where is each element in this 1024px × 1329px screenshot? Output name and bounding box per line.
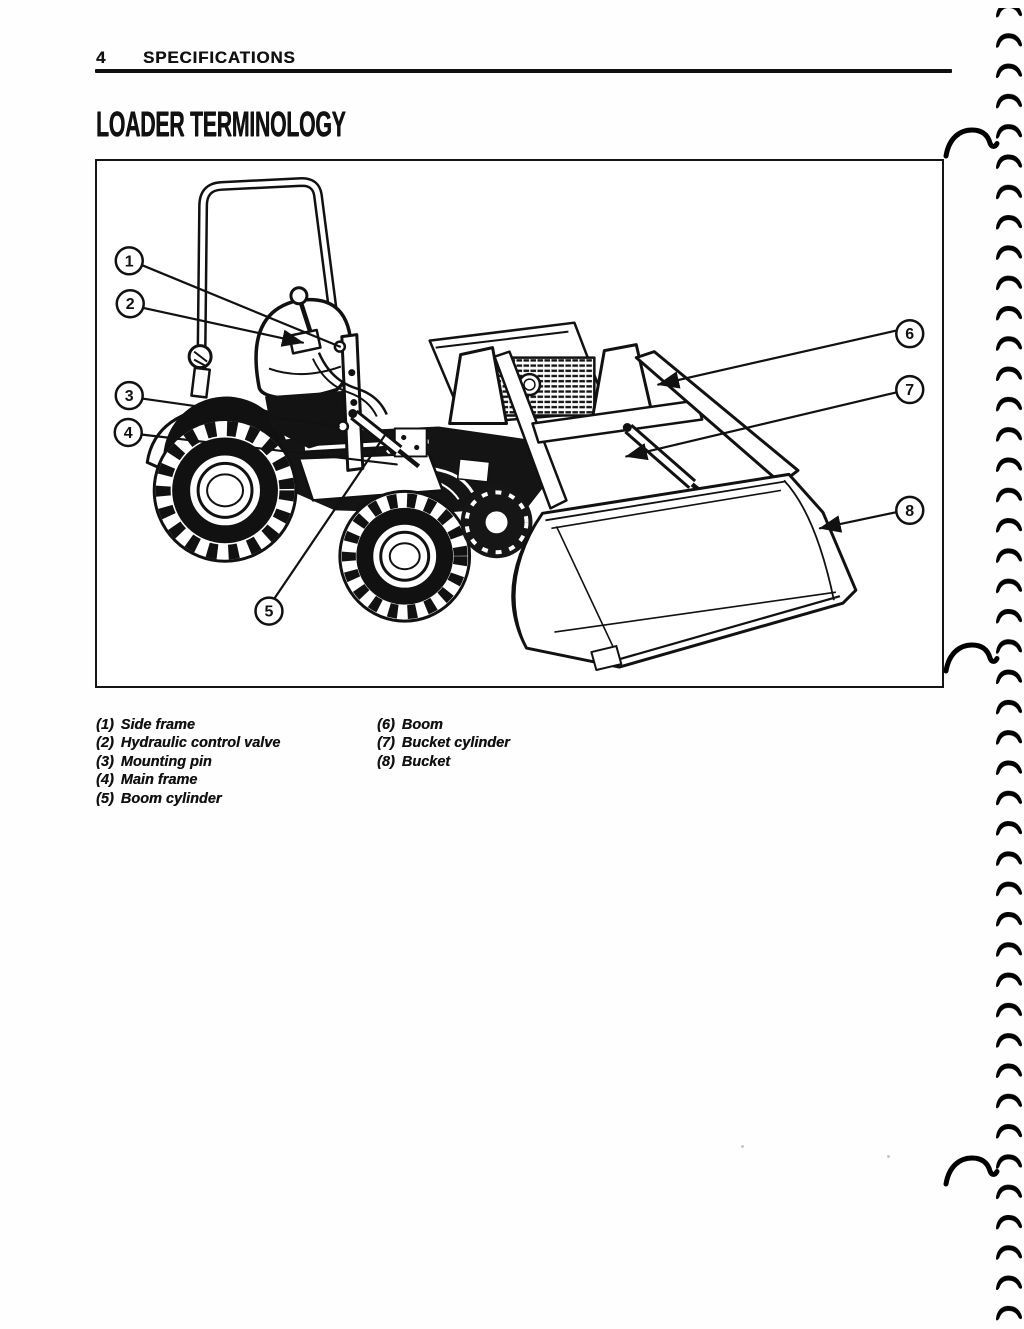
callout-circle-5: 5 xyxy=(254,596,284,626)
legend-item: (2)Hydraulic control valve xyxy=(96,735,281,752)
legend-item: (1)Side frame xyxy=(96,717,195,733)
callout-leaders xyxy=(140,263,897,601)
scan-speck xyxy=(887,1155,890,1158)
legend-item: (3)Mounting pin xyxy=(96,753,212,770)
page-title-text: LOADER TERMINOLOGY xyxy=(96,105,346,144)
tractor-drawing xyxy=(145,176,858,672)
binding-marks xyxy=(940,0,1024,1329)
figure-legend-right: (6)Boom (7)Bucket cylinder (8)Bucket xyxy=(377,716,510,771)
scan-speck xyxy=(741,1145,744,1148)
section-header: SPECIFICATIONS xyxy=(143,48,296,67)
callout-num-6: 6 xyxy=(905,326,914,343)
callout-num-5: 5 xyxy=(265,604,274,621)
front-wheel xyxy=(338,489,472,623)
legend-item: (6)Boom xyxy=(377,717,443,733)
callout-num-1: 1 xyxy=(125,253,134,270)
callout-circle-3: 3 xyxy=(114,380,144,411)
callout-circle-1: 1 xyxy=(114,246,144,276)
loader-illustration: 1 2 3 4 5 xyxy=(113,176,925,672)
figure-callouts: 1 2 3 4 5 xyxy=(113,246,925,626)
rops-bar xyxy=(196,176,342,393)
legend-item: (4)Main frame xyxy=(96,772,198,789)
boom-arm-far xyxy=(493,350,568,510)
under-seat-shadow xyxy=(264,390,363,449)
binding-mark-row xyxy=(940,8,1024,1329)
callout-circle-7: 7 xyxy=(895,374,925,405)
legend-item: (5)Boom cylinder xyxy=(96,790,222,807)
callout-num-2: 2 xyxy=(126,296,135,313)
front-lamp xyxy=(187,344,213,399)
callout-num-3: 3 xyxy=(125,388,134,405)
page-title: LOADER TERMINOLOGY xyxy=(96,105,505,145)
callout-num-4: 4 xyxy=(124,425,133,442)
callout-num-8: 8 xyxy=(905,503,914,520)
boom-cross-tube xyxy=(531,399,704,444)
callout-circle-8: 8 xyxy=(895,495,925,526)
legend-item: (7)Bucket cylinder xyxy=(377,735,510,752)
page-number: 4 xyxy=(96,48,106,67)
figure-frame: 1 2 3 4 5 xyxy=(95,159,944,688)
side-frame-mast xyxy=(333,333,365,472)
far-front-wheel xyxy=(460,486,533,559)
side-frame-left-tower xyxy=(448,346,509,425)
callout-num-7: 7 xyxy=(905,382,914,399)
callout-circle-4: 4 xyxy=(113,417,143,448)
callout-circle-6: 6 xyxy=(895,318,925,349)
bucket xyxy=(511,472,858,672)
legend-item: (8)Bucket xyxy=(377,753,451,770)
rear-wheel xyxy=(152,418,298,563)
step-board xyxy=(297,452,444,502)
header-rule xyxy=(95,69,952,73)
boom-cylinder xyxy=(348,409,421,469)
figure-legend-left: (1)Side frame (2)Hydraulic control valve… xyxy=(96,716,280,808)
callout-circle-2: 2 xyxy=(115,289,145,319)
